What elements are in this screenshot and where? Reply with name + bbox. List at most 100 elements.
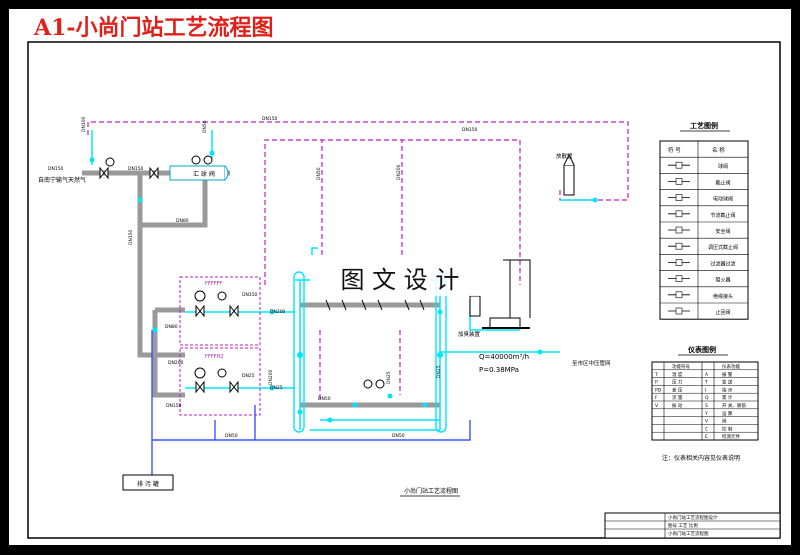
- instrument-cell: 温 度: [672, 371, 683, 378]
- instrument-legend-title: 仪表图例: [687, 345, 716, 354]
- valve-markers: [89, 150, 598, 423]
- pipe-tag: DN200: [396, 164, 402, 180]
- pipe-tag: DN25: [242, 373, 255, 379]
- legend-row-label: 球阀: [718, 163, 728, 170]
- filter-label: 汇 球 阀: [193, 170, 215, 178]
- ref-symbol-2: FFFFH2: [205, 354, 223, 360]
- legend-symbol-body: [675, 259, 683, 266]
- instrument-cell: V: [705, 419, 709, 425]
- odorizer-label: 加臭装置: [458, 330, 481, 338]
- pipe-tag: DN50: [318, 396, 331, 402]
- instrument-cell: 控 制: [722, 425, 733, 432]
- instrument-cell: PD: [655, 387, 662, 393]
- instrument-cell: V: [655, 403, 659, 409]
- pipe-tag: DN200: [268, 369, 274, 385]
- title-block-row-2: 图号 工艺 比例: [668, 522, 698, 529]
- drawing-caption: 小尚门站工艺流程图: [404, 487, 458, 495]
- instrument-cell: 流 量: [672, 394, 683, 401]
- instrument-cell: A: [705, 372, 709, 378]
- legend-row-label: 节流截止阀: [710, 212, 735, 219]
- legend-header: 名 称: [712, 146, 725, 154]
- instrument-cell: P: [655, 380, 658, 386]
- pipe-tag: DN50: [316, 167, 322, 180]
- legend-row-label: 电动球阀: [713, 196, 733, 203]
- legend-note: 注：仪表相关内容见仪表说明: [662, 454, 740, 462]
- pipe-tag: DN25: [386, 371, 392, 384]
- inner-frame: [27, 41, 781, 539]
- legend-row-label: 阻火器: [715, 277, 730, 284]
- pipe-tag: DN150: [128, 166, 144, 172]
- drain-collector: [122, 474, 174, 491]
- legend-symbol-body: [675, 161, 683, 169]
- instrument-cell: 振 动: [672, 402, 683, 409]
- legend-symbol-body: [675, 275, 683, 282]
- instrument-cell: E: [705, 434, 708, 440]
- drawing-title: A1-小尚门站工艺流程图: [33, 15, 274, 41]
- source-label: 自南宁输气天然气: [38, 176, 86, 184]
- legend-row-label: 安全阀: [715, 228, 730, 235]
- pipe-tag: DN50: [225, 433, 238, 439]
- legend-symbol-body: [675, 210, 683, 218]
- legend-symbol-body: [675, 291, 683, 299]
- pipe-tag: DN200: [168, 360, 184, 366]
- legend-row-label: 止回阀: [715, 309, 730, 316]
- legend-row-label: 绝缘接头: [713, 293, 733, 300]
- pipe-tag: DN150: [166, 403, 182, 409]
- instrument-cell: 检测元件: [722, 433, 740, 440]
- instrument-cell: T: [704, 380, 708, 386]
- instrument-header: 功能符号: [672, 363, 690, 370]
- instrument-cell: Y: [704, 411, 708, 417]
- pipe-tag: DN80: [176, 218, 189, 224]
- instrument-cell: T: [654, 372, 658, 378]
- instrument-cell: I: [705, 387, 706, 393]
- process-legend-title: 工艺图例: [690, 121, 718, 130]
- signal-lines: [87, 121, 629, 400]
- pipe-tag: DN50: [202, 120, 208, 133]
- instrument-cell: F: [655, 395, 658, 401]
- pressure-label: P=0.38MPa: [479, 366, 519, 374]
- pipe-tag: DN100: [81, 116, 87, 132]
- legend-row-label: 调压式截止阀: [708, 244, 738, 251]
- instrument-cell: 变 送: [722, 379, 733, 386]
- pipe-tag: DN150: [262, 116, 278, 122]
- instrument-cell: 累 计: [722, 394, 733, 401]
- pipe-tag: DN25: [270, 385, 283, 391]
- watermark: 图 文 设 计: [341, 266, 460, 294]
- flow-label: Q=40000m³/h: [479, 353, 529, 361]
- pipe-tag: DN80: [165, 324, 178, 330]
- collector-label: 排 污 罐: [137, 480, 159, 488]
- title-block-row-3: 小尚门站工艺流程图: [668, 530, 709, 537]
- regulator-room-2: [179, 347, 261, 416]
- legend-symbol-body: [675, 242, 683, 250]
- pipe-tag: DN150: [128, 229, 134, 245]
- title-block: 小尚门站工艺流程图设计 图号 工艺 比例 小尚门站工艺流程图: [604, 512, 781, 539]
- instrument-cell: 压 力: [672, 379, 683, 386]
- legend-header: 符 号: [668, 146, 681, 154]
- legend-symbol-body: [675, 194, 683, 201]
- equipment: [99, 153, 575, 394]
- instrument-cell: C: [705, 426, 708, 432]
- regulator-room-1: [179, 276, 261, 346]
- outlet-label: 至市区中压管网: [572, 359, 611, 367]
- instrument-cell: 差 压: [672, 386, 683, 393]
- pipe-tag: DN150: [48, 166, 64, 172]
- vent-label: 放散管: [556, 152, 573, 160]
- pipe-tag: DN25: [436, 365, 442, 378]
- legend-symbol-body: [675, 178, 683, 185]
- legend-row-label: 过滤器过滤: [710, 260, 735, 267]
- ref-symbol-1: FFFFFF: [205, 281, 222, 287]
- legend-symbol-body: [675, 226, 683, 234]
- pipe-tag: DN150: [242, 292, 258, 298]
- instrument-header: 仪表功能: [722, 363, 740, 370]
- instrument-cell: 阀: [722, 418, 727, 425]
- watermark-box: [316, 260, 484, 296]
- instrument-cell: 运 算: [722, 410, 733, 417]
- process-legend: 工艺图例 符 号名 称球阀截止阀电动球阀节流截止阀安全阀调压式截止阀过滤器过滤阻…: [659, 121, 749, 320]
- title-block-row-1: 小尚门站工艺流程图设计: [668, 514, 718, 521]
- legend-symbol-body: [675, 307, 683, 315]
- instrument-cell: Q: [705, 395, 709, 401]
- pipe-tag: DN200: [270, 309, 286, 315]
